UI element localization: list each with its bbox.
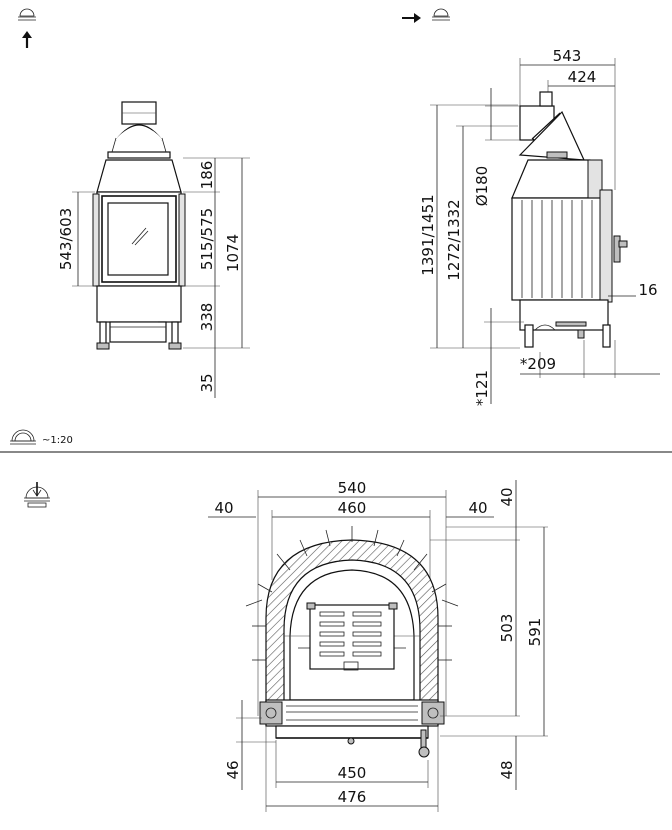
plan-dim-540: 540	[338, 479, 367, 497]
front-view-icon	[18, 8, 36, 21]
front-dim-186: 186	[198, 161, 216, 190]
front-view: 543/603 186 515/575 338 1074 35	[57, 101, 250, 398]
scale-indicator: ~1:20	[10, 429, 73, 446]
side-view: 543 424	[419, 47, 660, 406]
side-dim-1391-1451: 1391/1451	[419, 194, 437, 275]
plan-dim-40-right: 40	[468, 499, 487, 517]
front-dim-338: 338	[198, 303, 216, 332]
plan-dim-591: 591	[526, 618, 544, 647]
front-dim-515-575: 515/575	[198, 208, 216, 270]
scale-label: ~1:20	[42, 435, 73, 446]
plan-dim-503: 503	[498, 614, 516, 643]
plan-view: 540 40 460 40	[208, 479, 548, 812]
side-dim-209: *209	[520, 355, 556, 373]
side-dim-16: 16	[638, 281, 657, 299]
side-dim-121: *121	[473, 370, 491, 406]
side-dim-1272-1332: 1272/1332	[445, 199, 463, 280]
plan-dim-46: 46	[224, 760, 242, 779]
plan-dim-476: 476	[338, 788, 367, 806]
plan-dim-40-top: 40	[498, 487, 516, 506]
front-dim-1074: 1074	[224, 234, 242, 272]
plan-dim-460: 460	[338, 499, 367, 517]
up-arrow-icon	[22, 31, 32, 48]
side-dim-543: 543	[553, 47, 582, 65]
side-dim-424: 424	[568, 68, 597, 86]
front-dim-height-door: 543/603	[57, 208, 75, 270]
plan-dim-48: 48	[498, 760, 516, 779]
plan-view-icon	[24, 482, 50, 508]
plan-dim-40-left: 40	[214, 499, 233, 517]
front-dim-35: 35	[198, 373, 216, 392]
plan-dim-450: 450	[338, 764, 367, 782]
side-view-icon	[402, 8, 450, 23]
side-dim-flue-diameter: Ø180	[473, 166, 491, 206]
